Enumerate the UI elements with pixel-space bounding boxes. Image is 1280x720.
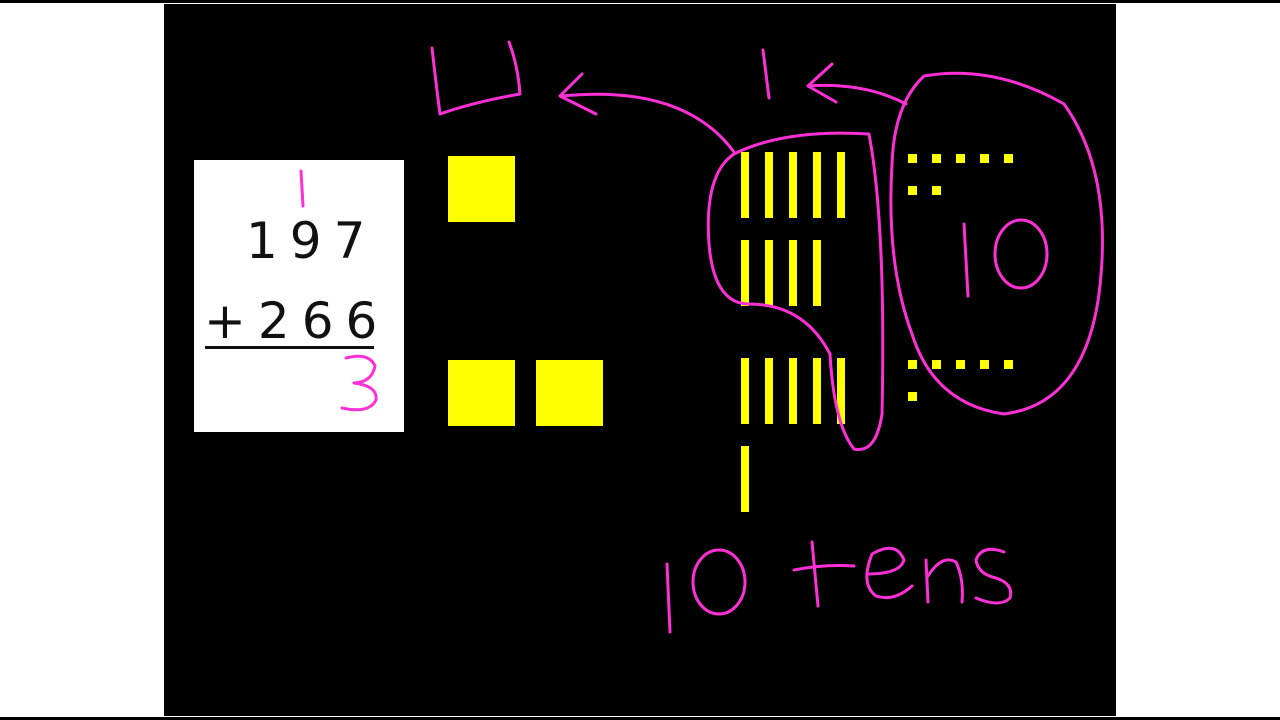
hundreds-mark xyxy=(430,40,522,116)
carry-mark xyxy=(299,169,305,208)
one-cube xyxy=(932,154,941,163)
one-cube xyxy=(908,186,917,195)
one-cube xyxy=(1004,360,1013,369)
ten-rod xyxy=(741,152,749,218)
tens-label-t xyxy=(792,540,856,608)
one-cube xyxy=(908,360,917,369)
tens-label-s xyxy=(974,547,1013,605)
hundred-flat xyxy=(536,360,603,426)
ten-rod xyxy=(813,152,821,218)
one-cube xyxy=(980,154,989,163)
ten-digit-one xyxy=(962,222,970,298)
tens-label-n xyxy=(924,558,964,604)
circle-ten-ones xyxy=(889,71,1104,416)
problem-card: 197 +266 xyxy=(194,160,404,432)
ten-rod xyxy=(765,240,773,306)
one-cube xyxy=(956,154,965,163)
ten-rod xyxy=(789,152,797,218)
arrow-to-hundreds xyxy=(560,92,736,154)
arrow-to-tens xyxy=(806,83,908,106)
ten-rod xyxy=(789,240,797,306)
one-cube xyxy=(932,360,941,369)
circle-ten-rods xyxy=(706,131,885,452)
arrowhead-hundreds xyxy=(558,72,598,116)
sum-line xyxy=(205,346,374,349)
ten-rod xyxy=(813,240,821,306)
tens-label-e xyxy=(865,546,914,600)
bottom-border xyxy=(0,717,1280,720)
one-cube xyxy=(956,360,965,369)
ten-rod xyxy=(741,358,749,424)
drawing-layer xyxy=(299,40,1104,634)
ten-digit-zero xyxy=(993,218,1049,290)
hundreds-blocks xyxy=(448,156,603,426)
top-border xyxy=(0,0,1280,3)
tens-rods xyxy=(741,152,845,512)
ten-rod xyxy=(789,358,797,424)
tens-label-one xyxy=(665,562,672,634)
arrowhead-tens xyxy=(806,62,838,104)
ink-annotations xyxy=(299,40,1104,634)
ten-rod xyxy=(765,152,773,218)
one-cube xyxy=(1004,154,1013,163)
one-cube xyxy=(980,360,989,369)
hundred-flat xyxy=(448,360,515,426)
ten-rod xyxy=(741,446,749,512)
ten-rod xyxy=(741,240,749,306)
addend-top: 197 xyxy=(246,212,378,270)
ten-rod xyxy=(837,358,845,424)
ones-cubes xyxy=(908,154,1013,401)
answer-digit-three xyxy=(340,354,378,412)
ten-rod xyxy=(837,152,845,218)
tens-label-zero xyxy=(691,548,747,616)
whiteboard-canvas: 197 +266 xyxy=(164,4,1116,716)
one-cube xyxy=(908,154,917,163)
ten-rod xyxy=(765,358,773,424)
one-cube xyxy=(932,186,941,195)
carry-one-mark xyxy=(761,48,771,100)
hundred-flat xyxy=(448,156,515,222)
one-cube xyxy=(908,392,917,401)
addend-bottom: +266 xyxy=(204,292,390,350)
ten-rod xyxy=(813,358,821,424)
